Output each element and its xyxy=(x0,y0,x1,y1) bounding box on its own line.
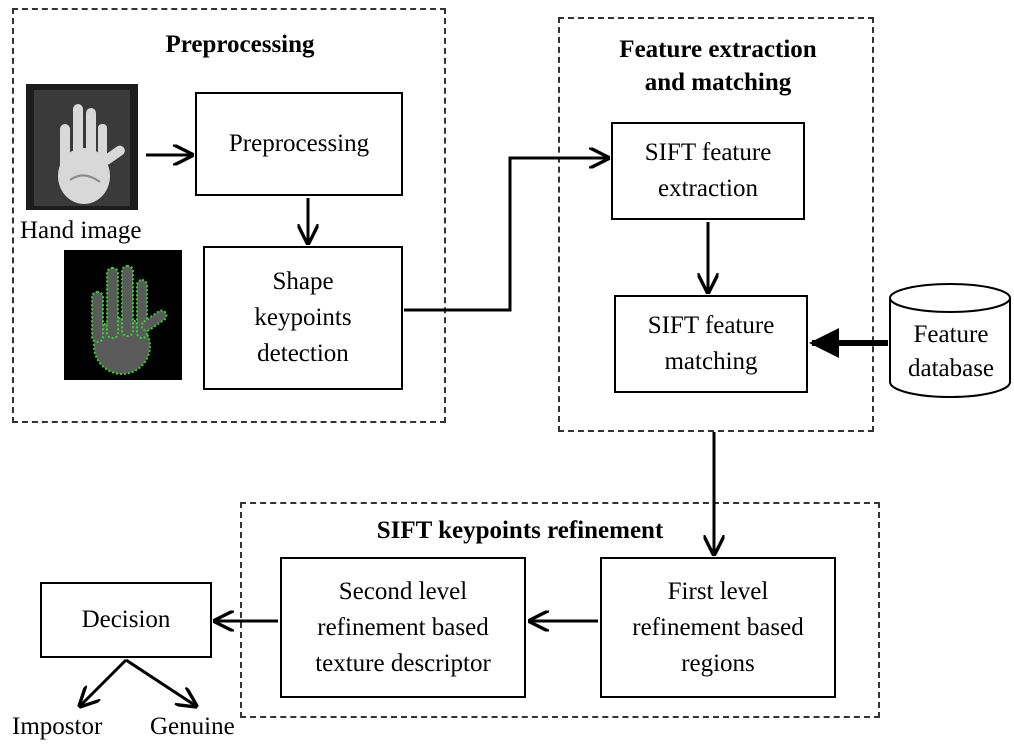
arrow-decision-to-genuine xyxy=(125,658,196,706)
refinement-group xyxy=(240,502,880,718)
hand-keypoints-image xyxy=(64,250,182,380)
feature-database-cylinder xyxy=(889,283,1011,398)
hand-image-label: Hand image xyxy=(20,217,142,244)
preprocessing-box: Preprocessing xyxy=(195,92,403,196)
sift-feature-extraction-box: SIFT feature extraction xyxy=(611,122,805,220)
sift-feature-matching-box: SIFT feature matching xyxy=(614,295,808,393)
genuine-label: Genuine xyxy=(150,713,235,740)
first-level-refinement-box: First level refinement based regions xyxy=(600,557,836,698)
impostor-label: Impostor xyxy=(12,713,103,740)
shape-keypoints-detection-box: Shape keypoints detection xyxy=(203,246,403,390)
refinement-group-title: SIFT keypoints refinement xyxy=(376,517,664,544)
feature-extraction-group xyxy=(558,17,874,432)
feature-extraction-group-title: Feature extraction and matching xyxy=(619,36,817,96)
preprocessing-group-title: Preprocessing xyxy=(165,31,315,58)
feature-database-label: Feature database xyxy=(907,321,995,382)
arrow-shape-to-sift-extraction xyxy=(404,158,608,312)
arrow-decision-to-impostor xyxy=(80,658,128,706)
preprocessing-group xyxy=(12,8,446,423)
second-level-refinement-box: Second level refinement based texture de… xyxy=(280,557,526,698)
hand-image xyxy=(26,84,138,210)
decision-box: Decision xyxy=(40,582,212,658)
